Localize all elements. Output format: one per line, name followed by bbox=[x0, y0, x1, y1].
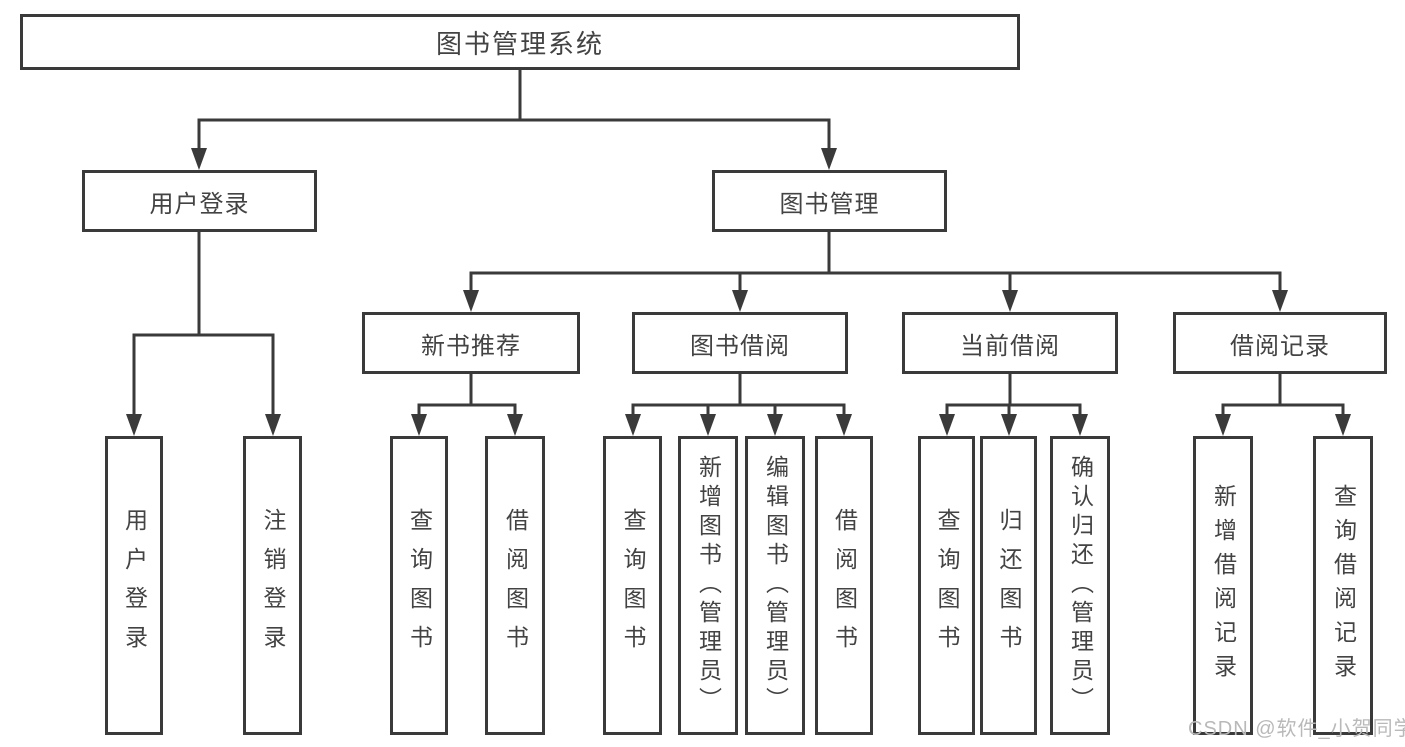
node-borrowing-label: 图书借阅 bbox=[690, 332, 790, 360]
leaf-nb-query-books: 查询图书 bbox=[390, 436, 448, 735]
node-book-mgmt: 图书管理 bbox=[712, 170, 947, 232]
connector-login-split bbox=[132, 333, 275, 416]
leaf-cur-confirm-return-label: 确认归还（管理员） bbox=[1067, 455, 1094, 716]
leaf-rec-query-record-label: 查询借阅记录 bbox=[1330, 483, 1357, 688]
arrowhead-bw-query bbox=[625, 414, 641, 436]
node-root: 图书管理系统 bbox=[20, 14, 1020, 70]
leaf-bw-add-books-label: 新增图书（管理员） bbox=[695, 455, 722, 716]
leaf-nb-borrow-books: 借阅图书 bbox=[485, 436, 545, 735]
leaf-nb-borrow-books-label: 借阅图书 bbox=[502, 507, 529, 664]
arrowhead-current bbox=[1002, 290, 1018, 312]
arrowhead-bw-borrow bbox=[836, 414, 852, 436]
leaf-cur-return-books-label: 归还图书 bbox=[996, 507, 1022, 664]
arrowhead-new-books bbox=[463, 290, 479, 312]
arrowhead-cur-confirm bbox=[1072, 414, 1088, 436]
node-current-borrow: 当前借阅 bbox=[902, 312, 1118, 374]
arrowhead-rec-query bbox=[1335, 414, 1351, 436]
node-root-label: 图书管理系统 bbox=[435, 28, 604, 59]
arrowhead-leaf-logout bbox=[265, 414, 281, 436]
connector-root-split bbox=[197, 118, 831, 150]
leaf-user-login: 用户登录 bbox=[105, 436, 163, 735]
connector-mgmt-split bbox=[469, 271, 1282, 292]
arrowhead-leaf-login bbox=[126, 414, 142, 436]
connector-borrowing-split bbox=[631, 403, 846, 416]
node-user-login: 用户登录 bbox=[82, 170, 317, 232]
leaf-bw-borrow-books: 借阅图书 bbox=[815, 436, 873, 735]
node-user-login-label: 用户登录 bbox=[149, 190, 250, 218]
arrowhead-nb-borrow bbox=[507, 414, 523, 436]
node-borrow-records: 借阅记录 bbox=[1173, 312, 1387, 374]
connector-newbooks-split bbox=[417, 403, 517, 416]
arrowhead-bw-edit bbox=[767, 414, 783, 436]
leaf-user-login-label: 用户登录 bbox=[121, 507, 148, 664]
leaf-rec-add-record-label: 新增借阅记录 bbox=[1210, 483, 1237, 688]
node-new-books: 新书推荐 bbox=[362, 312, 580, 374]
leaf-rec-add-record: 新增借阅记录 bbox=[1193, 436, 1253, 735]
leaf-bw-edit-books: 编辑图书（管理员） bbox=[745, 436, 805, 735]
node-new-books-label: 新书推荐 bbox=[421, 332, 521, 360]
node-borrowing: 图书借阅 bbox=[632, 312, 848, 374]
connector-current-split bbox=[945, 403, 1082, 416]
arrowhead-records bbox=[1272, 290, 1288, 312]
leaf-logout-label: 注销登录 bbox=[260, 507, 286, 664]
arrowhead-cur-query bbox=[939, 414, 955, 436]
node-borrow-records-label: 借阅记录 bbox=[1230, 332, 1330, 360]
leaf-bw-add-books: 新增图书（管理员） bbox=[678, 436, 738, 735]
arrowhead-bw-add bbox=[700, 414, 716, 436]
node-book-mgmt-label: 图书管理 bbox=[779, 190, 880, 218]
leaf-nb-query-books-label: 查询图书 bbox=[406, 507, 433, 664]
node-current-borrow-label: 当前借阅 bbox=[960, 332, 1060, 360]
leaf-bw-borrow-books-label: 借阅图书 bbox=[831, 507, 858, 664]
leaf-bw-query-books: 查询图书 bbox=[603, 436, 662, 735]
leaf-cur-return-books: 归还图书 bbox=[980, 436, 1037, 735]
arrowhead-nb-query bbox=[411, 414, 427, 436]
leaf-bw-edit-books-label: 编辑图书（管理员） bbox=[762, 455, 789, 716]
leaf-rec-query-record: 查询借阅记录 bbox=[1313, 436, 1373, 735]
leaf-logout: 注销登录 bbox=[243, 436, 302, 735]
leaf-cur-query-books: 查询图书 bbox=[918, 436, 975, 735]
arrowhead-borrowing bbox=[732, 290, 748, 312]
arrowhead-cur-return bbox=[1001, 414, 1017, 436]
connector-records-split bbox=[1221, 403, 1345, 416]
leaf-cur-confirm-return: 确认归还（管理员） bbox=[1050, 436, 1110, 735]
arrowhead-book-mgmt bbox=[821, 148, 837, 170]
leaf-bw-query-books-label: 查询图书 bbox=[620, 507, 646, 664]
csdn-watermark: CSDN @软件_小贺同学 bbox=[1188, 718, 1405, 740]
leaf-cur-query-books-label: 查询图书 bbox=[934, 507, 960, 664]
arrowhead-rec-add bbox=[1215, 414, 1231, 436]
arrowhead-user-login bbox=[191, 148, 207, 170]
